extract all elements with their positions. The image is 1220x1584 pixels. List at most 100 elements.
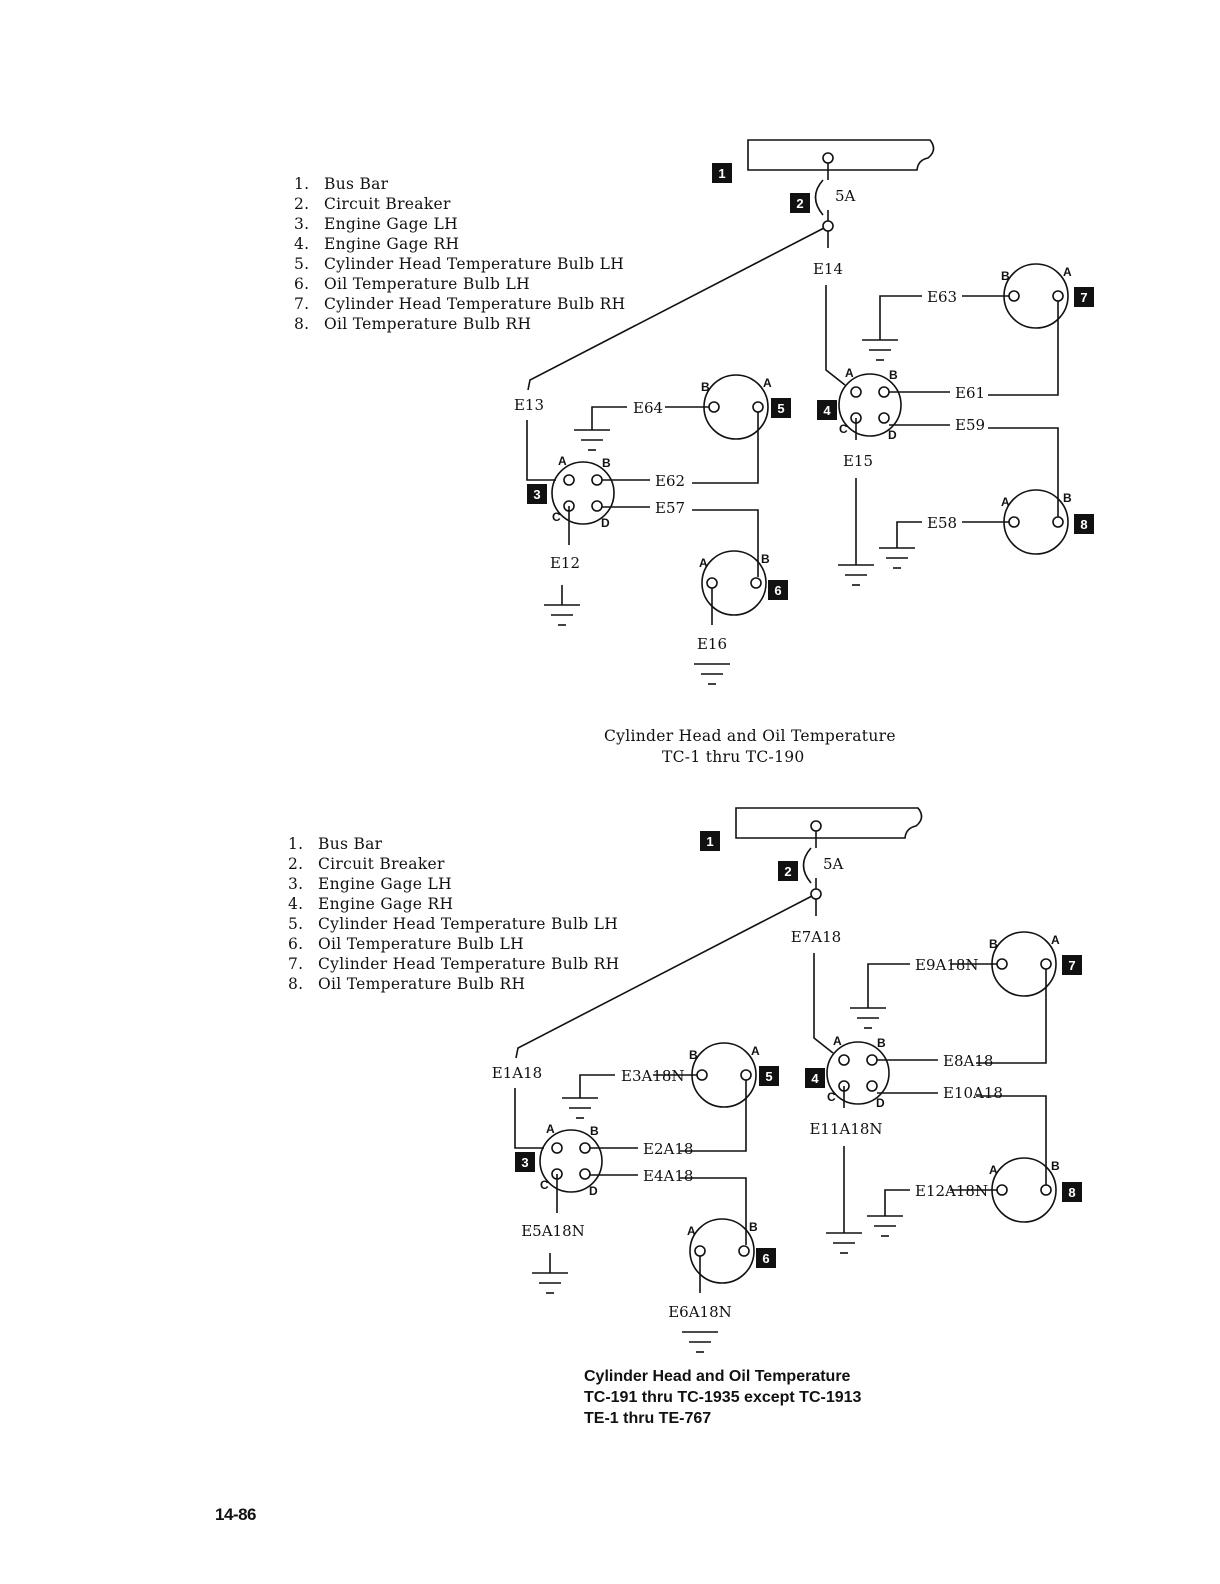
callout-badge-1: 1 — [712, 163, 732, 183]
badge-number: 5 — [765, 1069, 772, 1084]
badge-number: 2 — [796, 196, 803, 211]
legend-bottom: 1.Bus Bar 2. Circuit Breaker 3. Engine Gag… — [288, 834, 619, 994]
pin-label-b: B — [877, 1036, 886, 1050]
caption-line: Cylinder Head and Oil Temperature — [604, 727, 896, 745]
caption-bottom: Cylinder Head and Oil Temperature TC-191… — [584, 1366, 861, 1429]
legend-item: 7.Cylinder Head Temperature Bulb RH — [294, 294, 625, 314]
ground-icon — [562, 1097, 598, 1119]
pin-label: B — [1063, 491, 1072, 505]
legend-item: 2. Circuit Breaker — [288, 854, 619, 874]
terminal-pin — [810, 888, 822, 900]
terminal-pin — [878, 412, 890, 424]
badge-number: 3 — [521, 1155, 528, 1170]
badge-box — [1074, 514, 1094, 534]
legend-num: 6. — [288, 935, 304, 953]
pin-label-a: A — [558, 454, 567, 468]
badge-number: 1 — [718, 166, 725, 181]
wire — [514, 1088, 544, 1149]
wire — [692, 509, 759, 577]
terminal-pin — [866, 1054, 878, 1066]
callout-badge-3: 3 — [515, 1152, 535, 1172]
legend-num: 3. — [294, 215, 310, 233]
legend-item: 1.Bus Bar — [288, 834, 619, 854]
legend-num: 2. — [288, 855, 304, 873]
badge-box — [805, 1068, 825, 1088]
ground-icon — [682, 1331, 718, 1353]
terminal-pin — [694, 1245, 706, 1257]
legend-num: 4. — [294, 235, 310, 253]
ground-icon — [879, 547, 915, 569]
pin-label: A — [751, 1044, 760, 1058]
wire-label: E61 — [955, 384, 985, 402]
bus-bar — [735, 807, 923, 839]
badge-box — [527, 484, 547, 504]
terminal-pin — [1040, 958, 1052, 970]
ground-icon — [862, 339, 898, 361]
legend-text: Engine Gage LH — [318, 875, 452, 893]
gage-body — [539, 1129, 603, 1193]
callout-badge-3: 3 — [527, 484, 547, 504]
badge-number: 1 — [706, 834, 713, 849]
pin-label: B — [701, 380, 710, 394]
callout-badge-8: 8 — [1074, 514, 1094, 534]
legend-text: Oil Temperature Bulb LH — [318, 935, 524, 953]
terminal-pin — [996, 1184, 1008, 1196]
ground-icon — [838, 564, 874, 586]
legend-item: 4. Engine Gage RH — [294, 234, 625, 254]
badge-number: 2 — [784, 864, 791, 879]
terminal-pin — [738, 1245, 750, 1257]
pin-label: B — [989, 937, 998, 951]
wire-label: E9A18N — [915, 956, 979, 974]
wire — [591, 406, 627, 430]
wire-label: E59 — [955, 416, 985, 434]
terminal-pin — [1008, 290, 1020, 302]
wire-label: E4A18 — [643, 1167, 693, 1185]
legend-item: 6. Oil Temperature Bulb LH — [288, 934, 619, 954]
wire-label: E3A18N — [621, 1067, 685, 1085]
wire-label: E8A18 — [943, 1052, 993, 1070]
caption-line: TC-1 thru TC-190 — [662, 748, 805, 766]
pin-label-a: A — [546, 1122, 555, 1136]
legend-text: Circuit Breaker — [318, 855, 445, 873]
badge-box — [768, 580, 788, 600]
terminal-pin — [579, 1142, 591, 1154]
circuit-breaker-icon — [814, 179, 824, 216]
legend-text: Engine Gage RH — [318, 895, 454, 913]
caption-line: TC-191 thru TC-1935 except TC-1913 — [584, 1389, 862, 1406]
page-number: 14-86 — [215, 1505, 256, 1524]
pin-label-c: C — [827, 1090, 836, 1104]
terminal-pin — [579, 1168, 591, 1180]
legend-item: 5.Cylinder Head Temperature Bulb LH — [294, 254, 625, 274]
legend-item: 8.Oil Temperature Bulb RH — [294, 314, 625, 334]
legend-item: 5.Cylinder Head Temperature Bulb LH — [288, 914, 619, 934]
legend-num: 3. — [288, 875, 304, 893]
wire — [579, 1074, 615, 1098]
pin-label: A — [699, 556, 708, 570]
bulb-body — [701, 550, 767, 616]
wire — [813, 953, 834, 1054]
wire-label: E6A18N — [668, 1303, 732, 1321]
gage-body — [551, 461, 615, 525]
badge-box — [712, 163, 732, 183]
callout-badge-5: 5 — [759, 1066, 779, 1086]
pin-label-d: D — [601, 516, 610, 530]
wire — [527, 227, 825, 391]
wire-label: E15 — [843, 452, 873, 470]
ground-icon — [694, 663, 730, 685]
pin-label: B — [749, 1220, 758, 1234]
wire-label: E12A18N — [915, 1182, 988, 1200]
wire — [884, 1189, 910, 1216]
callout-badge-2: 2 — [790, 193, 810, 213]
legend-text: Engine Gage RH — [324, 235, 460, 253]
terminal-pin — [822, 152, 834, 164]
caption-line: TE-1 thru TE-767 — [584, 1410, 712, 1427]
pin-label-d: D — [876, 1096, 885, 1110]
terminal-pin — [752, 401, 764, 413]
wire-label: E63 — [927, 288, 957, 306]
bulb-body — [689, 1218, 755, 1284]
gage-body — [826, 1041, 890, 1105]
